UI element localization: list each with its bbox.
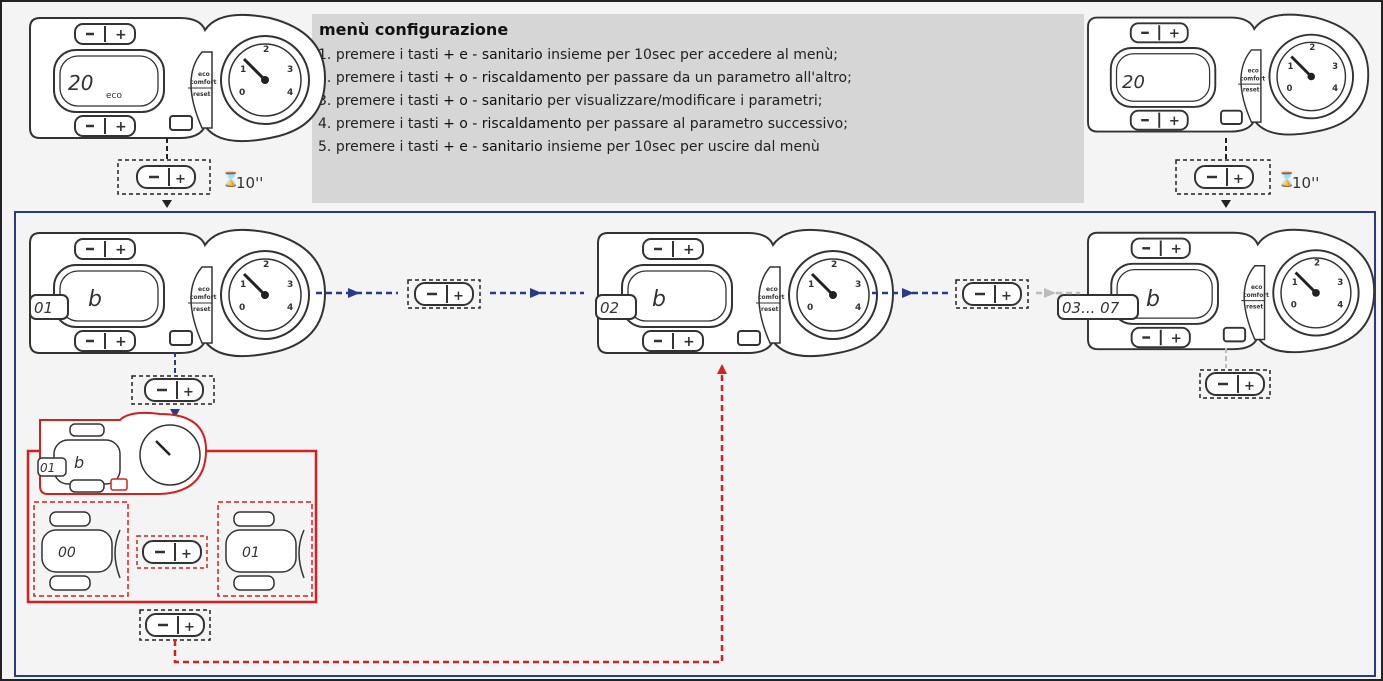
step-item: 2. premere i tasti + o - riscaldamento p…	[318, 70, 852, 86]
timer-right: 10''	[1292, 174, 1319, 192]
subpanel-value-01	[225, 511, 305, 591]
step-item: 4. premere i tasti + o - riscaldamento p…	[318, 116, 848, 132]
button-minus-plus[interactable]	[141, 539, 203, 565]
sub-param: 01	[40, 461, 55, 475]
button-minus-plus[interactable]	[1204, 371, 1266, 397]
param-letter: b	[88, 287, 102, 312]
param-letter: b	[652, 287, 666, 312]
config-flow-area	[14, 211, 1376, 677]
button-minus-plus[interactable]	[144, 612, 206, 638]
panel-param-01	[28, 228, 327, 358]
button-minus-plus[interactable]	[143, 377, 205, 403]
instructions-card: menù configurazione 1. premere i tasti +…	[312, 14, 1084, 203]
step-item: 5. premere i tasti + e - sanitario insie…	[318, 139, 820, 155]
red-subpanel	[39, 411, 208, 495]
param-02: 02	[600, 299, 619, 317]
button-minus-plus[interactable]	[961, 281, 1023, 307]
step-item: 3. premere i tasti + o - sanitario per v…	[318, 93, 823, 109]
press-box-top-right	[1175, 159, 1271, 195]
param-03-07: 03... 07	[1062, 299, 1120, 317]
button-minus-plus[interactable]	[1193, 164, 1255, 190]
display-temp-top-right: 20	[1122, 72, 1145, 93]
param-01: 01	[34, 299, 53, 317]
panel-param-03	[1086, 228, 1376, 354]
steps-list: 1. premere i tasti + e - sanitario insie…	[318, 44, 852, 159]
value-00: 00	[58, 545, 76, 561]
button-minus-plus[interactable]	[413, 281, 475, 307]
param-letter: b	[74, 453, 84, 472]
value-01: 01	[242, 545, 260, 561]
param-letter: b	[1146, 287, 1160, 312]
press-box-top-left	[117, 159, 211, 195]
hourglass-icon: ⌛	[222, 171, 239, 188]
subpanel-value-00	[41, 511, 121, 591]
instructions-title: menù configurazione	[319, 20, 509, 39]
panel-param-02	[596, 228, 895, 358]
hourglass-icon: ⌛	[1278, 171, 1295, 188]
display-eco-top-left: eco	[106, 91, 122, 101]
button-minus-plus[interactable]	[135, 164, 197, 190]
display-temp-top-left: 20	[68, 71, 93, 95]
timer-left: 10''	[236, 174, 263, 192]
